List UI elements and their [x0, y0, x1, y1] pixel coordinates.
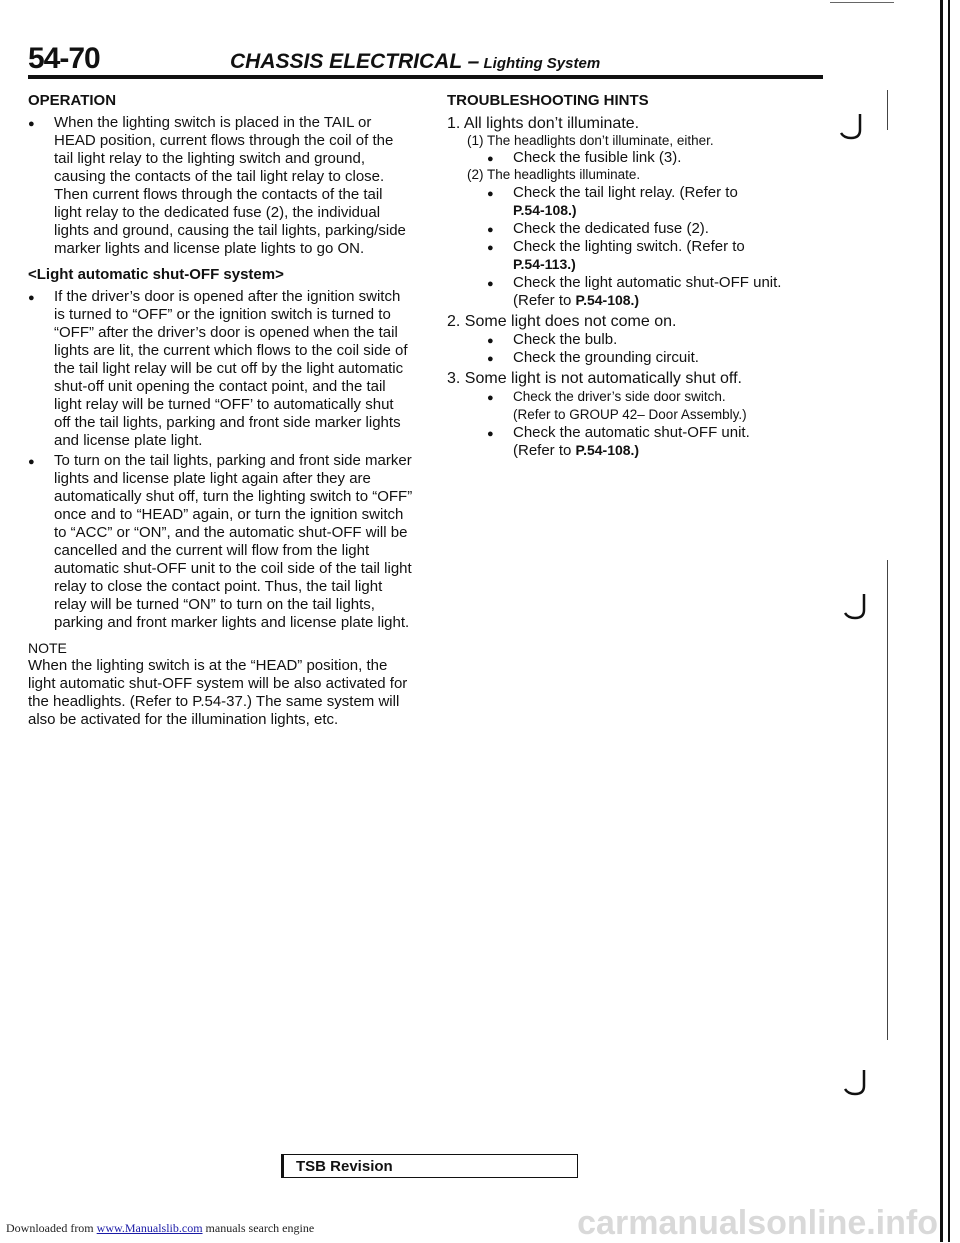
bullet-text: Check the bulb. — [513, 330, 618, 348]
operation-bullet: ● When the lighting switch is placed in … — [28, 114, 413, 186]
bullet-text-main: Check the driver’s side door switch. — [513, 388, 726, 404]
bullet-icon: ● — [28, 456, 35, 468]
binder-rule — [940, 0, 943, 1242]
bullet-icon: ● — [487, 334, 494, 347]
binder-hook-icon — [839, 114, 862, 140]
hint-3: 3. Some light is not automatically shut … — [447, 369, 742, 387]
group-reference: (Refer to GROUP 42– Door Assembly.) — [513, 406, 747, 422]
margin-rule — [887, 560, 888, 1040]
tsb-revision-box: TSB Revision — [281, 1154, 578, 1178]
download-footer: Downloaded from www.Manualslib.com manua… — [6, 1221, 314, 1236]
section-title: CHASSIS ELECTRICAL – Lighting System — [230, 50, 600, 74]
page-number: 54-70 — [28, 42, 101, 75]
auto-shutoff-bullet-1: ● If the driver’s door is opened after t… — [28, 288, 413, 450]
hint-1-sub-1: (1) The headlights don’t illuminate, eit… — [467, 133, 714, 149]
operation-paragraph: Then current flows through the contacts … — [54, 186, 406, 257]
bullet-text-main: Check the lighting switch. (Refer to — [513, 237, 745, 255]
auto-shutoff-bullet-1-text: If the driver’s door is opened after the… — [54, 288, 408, 449]
operation-bullet-text: When the lighting switch is placed in th… — [54, 114, 394, 185]
subsection-name: Lighting System — [479, 55, 601, 72]
bullet-text: Check the light automatic shut-OFF unit.… — [513, 274, 812, 310]
left-column: OPERATION ● When the lighting switch is … — [28, 92, 413, 729]
hint-3-bullet-1: ● Check the driver’s side door switch. (R… — [447, 388, 812, 424]
note-label: NOTE — [28, 640, 67, 656]
bullet-icon: ● — [28, 292, 35, 304]
hint-2: 2. Some light does not come on. — [447, 312, 677, 330]
auto-shutoff-bullet-2-text: To turn on the tail lights, parking and … — [54, 452, 413, 631]
hint-1: 1. All lights don’t illuminate. — [447, 115, 640, 132]
hint-1-sub-2: (2) The headlights illuminate. — [467, 167, 641, 183]
margin-rule — [887, 90, 888, 130]
bullet-text-main: Check the automatic shut-OFF unit. — [513, 423, 750, 441]
binder-rule — [948, 0, 950, 1242]
hint-1-sub-2-bullet-4: ● Check the light automatic shut-OFF uni… — [447, 274, 812, 310]
bullet-icon: ● — [487, 187, 494, 200]
hint-2-bullet-2: ● Check the grounding circuit. — [447, 349, 812, 367]
reference-prefix: (Refer to — [513, 441, 572, 459]
page-reference: P.54-108.) — [575, 291, 640, 308]
bullet-text: Check the automatic shut-OFF unit.(Refer… — [513, 424, 812, 460]
bullet-icon: ● — [487, 427, 494, 440]
auto-shutoff-bullet-2: ● To turn on the tail lights, parking an… — [28, 452, 413, 632]
bullet-icon: ● — [28, 118, 35, 130]
binder-hook-icon — [843, 594, 866, 620]
section-name: CHASSIS ELECTRICAL – — [230, 50, 480, 73]
right-column: TROUBLESHOOTING HINTS 1. All lights don’… — [447, 92, 812, 460]
binder-hook-icon — [843, 1070, 866, 1096]
hint-3-bullet-2: ● Check the automatic shut-OFF unit.(Ref… — [447, 424, 812, 460]
manualslib-link[interactable]: www.Manualslib.com — [96, 1221, 203, 1235]
bullet-text: Check the fusible link (3). — [513, 149, 682, 167]
watermark: carmanualsonline.info — [577, 1204, 938, 1242]
bullet-icon: ● — [487, 223, 494, 236]
bullet-text-main: Check the light automatic shut-OFF unit.… — [513, 273, 782, 309]
header-rule — [28, 75, 823, 79]
bullet-text: Check the dedicated fuse (2). — [513, 219, 709, 237]
corner-line — [830, 2, 894, 3]
bullet-icon: ● — [487, 352, 494, 365]
bullet-text: Check the grounding circuit. — [513, 348, 699, 366]
footer-suffix: manuals search engine — [202, 1221, 315, 1235]
page-reference: P.54-113.) — [513, 255, 576, 272]
bullet-text: Check the driver’s side door switch. (Ref… — [513, 388, 812, 424]
hint-1-sub-2-bullet-2: ● Check the dedicated fuse (2). — [447, 220, 812, 238]
note-text: When the lighting switch is at the “HEAD… — [28, 656, 408, 728]
page-reference: P.54-108.) — [513, 201, 577, 218]
bullet-icon: ● — [487, 241, 494, 254]
hint-2-bullet-1: ● Check the bulb. — [447, 331, 812, 349]
operation-heading: OPERATION — [28, 92, 117, 109]
hint-1-sub-1-bullet-1: ● Check the fusible link (3). — [447, 149, 812, 167]
bullet-text-main: Check the tail light relay. (Refer to — [513, 183, 738, 201]
page-reference: P.54-108.) — [575, 441, 640, 458]
bullet-icon: ● — [487, 277, 494, 290]
bullet-icon: ● — [487, 153, 494, 166]
footer-prefix: Downloaded from — [6, 1221, 94, 1235]
auto-shutoff-heading: <Light automatic shut-OFF system> — [28, 266, 284, 283]
troubleshooting-heading: TROUBLESHOOTING HINTS — [447, 92, 649, 109]
bullet-icon: ● — [487, 391, 494, 404]
